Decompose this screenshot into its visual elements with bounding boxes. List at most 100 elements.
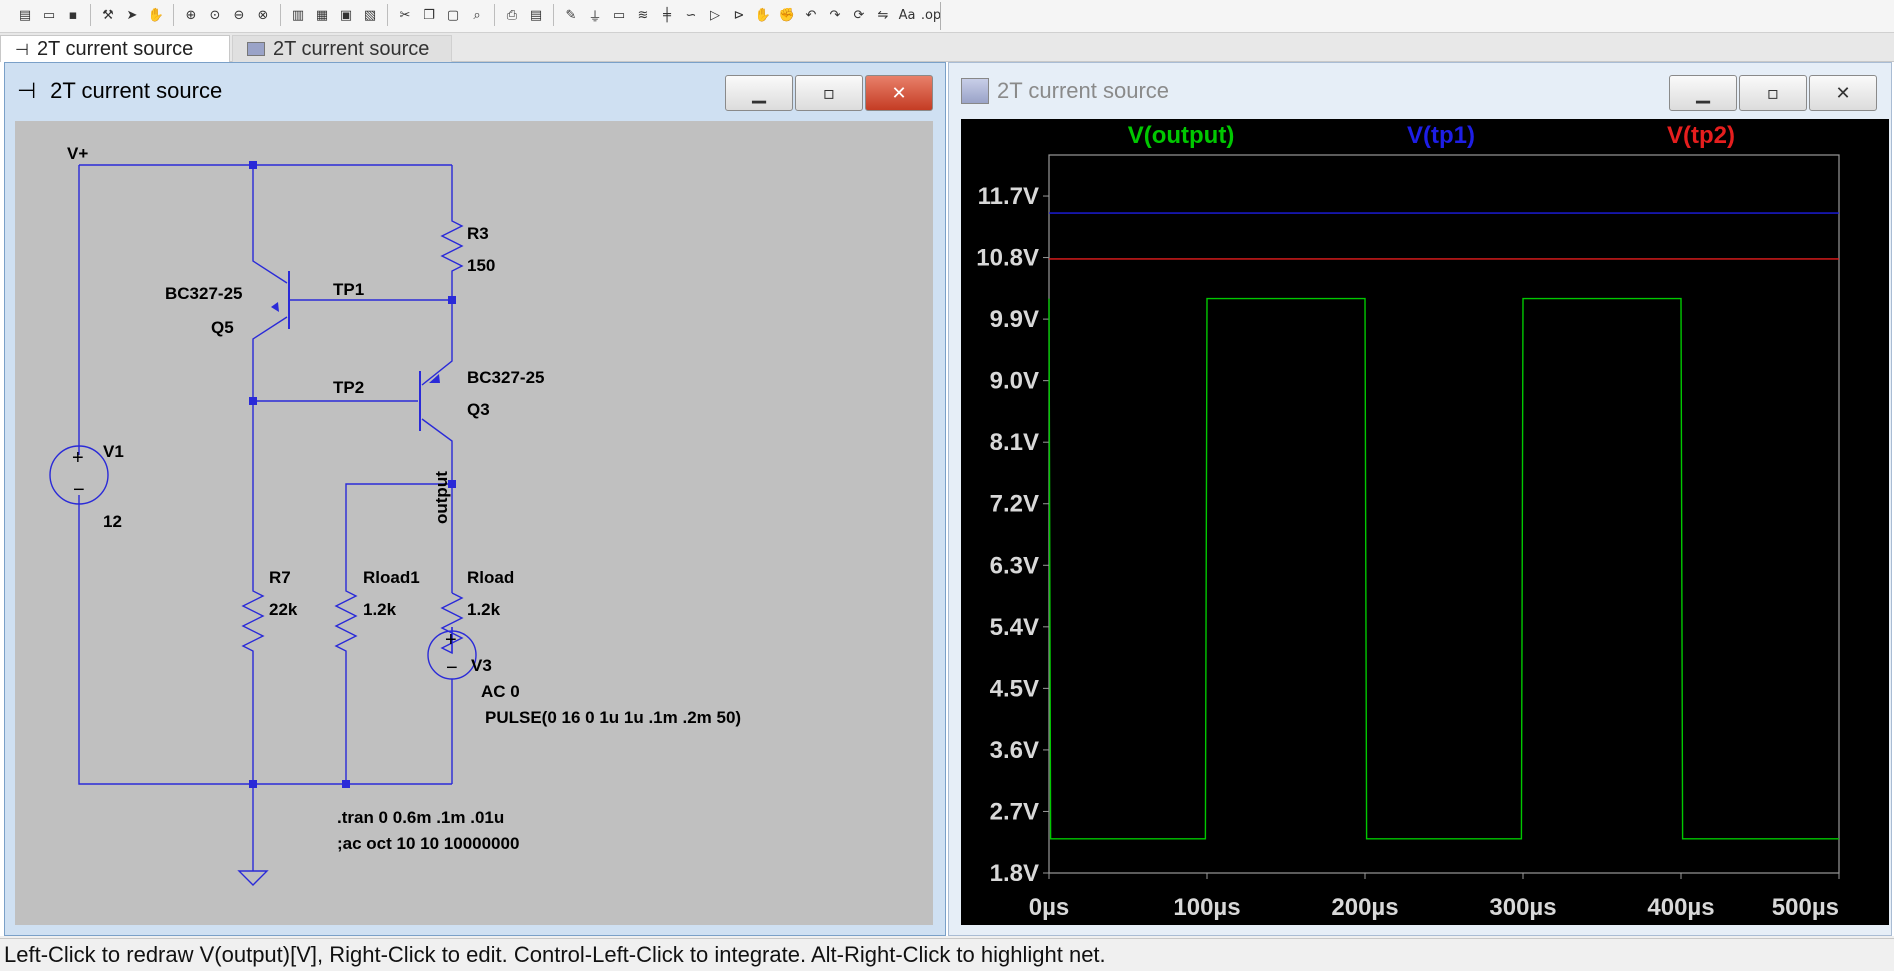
- label-v1-value: 12: [103, 512, 122, 531]
- junction-tp2: [249, 397, 257, 405]
- waveform-close-button[interactable]: ✕: [1809, 75, 1877, 111]
- label-r7-name: R7: [269, 568, 291, 587]
- transistor-icon: ⊣: [17, 78, 37, 104]
- maximize-button[interactable]: ▫: [795, 75, 863, 111]
- toolbar-buttons: ▤▭▪⚒➤✋⊕⊙⊖⊗▥▦▣▧✂❐▢⌕⎙▤✎⏚▭≋╪∽▷⊳✋✊↶↷⟳⇋Aa.op: [14, 4, 942, 26]
- move-icon: ✋: [754, 7, 772, 23]
- diode-button[interactable]: ▷: [704, 4, 726, 26]
- drag-button[interactable]: ✊: [776, 4, 798, 26]
- mirror-button[interactable]: ⇋: [872, 4, 894, 26]
- main-toolbar: ▤▭▪⚒➤✋⊕⊙⊖⊗▥▦▣▧✂❐▢⌕⎙▤✎⏚▭≋╪∽▷⊳✋✊↶↷⟳⇋Aa.op: [0, 0, 1894, 33]
- waveform-window-title: 2T current source: [997, 78, 1170, 103]
- spice-directive-button[interactable]: .op: [920, 4, 942, 26]
- spice-directive-tran[interactable]: .tran 0 0.6m .1m .01u: [337, 808, 504, 827]
- toolbar-separator: [387, 4, 388, 26]
- x-tick-label: 0µs: [1029, 894, 1070, 921]
- redo-button[interactable]: ↷: [824, 4, 846, 26]
- waveform-maximize-button[interactable]: ▫: [1739, 75, 1807, 111]
- legend-v-output[interactable]: V(output): [1128, 122, 1235, 149]
- capacitor-button[interactable]: ╪: [656, 4, 678, 26]
- ground-button[interactable]: ⏚: [584, 4, 606, 26]
- label-r3-name: R3: [467, 224, 489, 243]
- legend-v-tp1[interactable]: V(tp1): [1407, 122, 1475, 149]
- move-button[interactable]: ✋: [752, 4, 774, 26]
- label-q5-name: Q5: [211, 318, 234, 337]
- run-icon: ➤: [126, 7, 138, 23]
- tab-schematic[interactable]: ⊣ 2T current source: [0, 35, 230, 62]
- cascade-button[interactable]: ▣: [335, 4, 357, 26]
- zoom-out-button[interactable]: ⊖: [228, 4, 250, 26]
- schematic-canvas[interactable]: V+ BC327-25 Q5 TP1 R3 150 TP2 BC327-25 Q…: [15, 121, 933, 925]
- schematic-title-bar[interactable]: ⊣ 2T current source ▁ ▫ ✕: [5, 63, 945, 119]
- toolbar-separator: [173, 4, 174, 26]
- open-button[interactable]: ▭: [38, 4, 60, 26]
- label-output: output: [432, 471, 451, 524]
- control-panel-icon: ⚒: [102, 7, 114, 23]
- plot-series: [1048, 212, 1839, 840]
- capacitor-icon: ╪: [663, 7, 671, 23]
- waveform-minimize-button[interactable]: ▁: [1669, 75, 1737, 111]
- mirror-icon: ⇋: [877, 7, 889, 23]
- tile-horizontal-icon: ▥: [291, 7, 305, 23]
- inductor-button[interactable]: ∽: [680, 4, 702, 26]
- label-net-icon: ▭: [612, 7, 626, 23]
- close-button[interactable]: ✕: [865, 75, 933, 111]
- zoom-pan-button[interactable]: ⊙: [204, 4, 226, 26]
- v1-minus-sign: −: [73, 479, 85, 501]
- label-tp1: TP1: [333, 280, 364, 299]
- label-rload1-name: Rload1: [363, 568, 420, 587]
- label-r7-value: 22k: [269, 600, 298, 619]
- zoom-pan-icon: ⊙: [209, 7, 221, 23]
- close-all-button[interactable]: ▧: [359, 4, 381, 26]
- spice-directive-ac[interactable]: ;ac oct 10 10 10000000: [337, 834, 519, 853]
- component-button[interactable]: ⊳: [728, 4, 750, 26]
- component-icon: ⊳: [733, 7, 745, 23]
- y-tick-label: 5.4V: [990, 614, 1039, 641]
- minimize-button[interactable]: ▁: [725, 75, 793, 111]
- y-tick-label: 10.8V: [976, 245, 1039, 272]
- find-button[interactable]: ⌕: [466, 4, 488, 26]
- undo-button[interactable]: ↶: [800, 4, 822, 26]
- print-button[interactable]: ⎙: [501, 4, 523, 26]
- print-setup-button[interactable]: ▤: [525, 4, 547, 26]
- copy-button[interactable]: ❐: [418, 4, 440, 26]
- wire-button[interactable]: ✎: [560, 4, 582, 26]
- resistor-button[interactable]: ≋: [632, 4, 654, 26]
- tab-waveform[interactable]: 2T current source: [232, 35, 452, 62]
- text-button[interactable]: Aa: [896, 4, 918, 26]
- new-schematic-icon: ▤: [18, 7, 32, 23]
- save-button[interactable]: ▪: [62, 4, 84, 26]
- paste-icon: ▢: [446, 7, 460, 23]
- run-button[interactable]: ➤: [121, 4, 143, 26]
- toolbar-separator: [90, 4, 91, 26]
- y-tick-label: 9.0V: [990, 368, 1039, 395]
- zoom-fit-button[interactable]: ⊗: [252, 4, 274, 26]
- series-line-v-output[interactable]: [1048, 297, 1839, 840]
- waveform-title-bar[interactable]: 2T current source ▁ ▫ ✕: [949, 63, 1891, 119]
- waveform-plot[interactable]: V(output)V(tp1)V(tp2) 11.7V10.8V9.9V9.0V…: [961, 119, 1889, 925]
- label-net-button[interactable]: ▭: [608, 4, 630, 26]
- y-tick-label: 2.7V: [990, 798, 1039, 825]
- schematic-icon: ⊣: [15, 39, 29, 59]
- copy-icon: ❐: [423, 7, 435, 23]
- rotate-button[interactable]: ⟳: [848, 4, 870, 26]
- tile-vertical-button[interactable]: ▦: [311, 4, 333, 26]
- x-tick-label: 500µs: [1772, 894, 1839, 921]
- label-v3-name: V3: [471, 656, 492, 675]
- junction-output: [448, 480, 456, 488]
- wire-icon: ✎: [565, 7, 577, 23]
- cut-button[interactable]: ✂: [394, 4, 416, 26]
- plot-legend: V(output) V(tp1) V(tp2): [1128, 122, 1735, 149]
- y-tick-label: 3.6V: [990, 737, 1039, 764]
- waveform-window-icon: [961, 78, 989, 104]
- paste-button[interactable]: ▢: [442, 4, 464, 26]
- waveform-icon: [247, 42, 265, 56]
- legend-v-tp2[interactable]: V(tp2): [1667, 122, 1735, 149]
- zoom-in-button[interactable]: ⊕: [180, 4, 202, 26]
- label-r3-value: 150: [467, 256, 495, 275]
- cascade-icon: ▣: [339, 7, 353, 23]
- new-schematic-button[interactable]: ▤: [14, 4, 36, 26]
- tile-horizontal-button[interactable]: ▥: [287, 4, 309, 26]
- control-panel-button[interactable]: ⚒: [97, 4, 119, 26]
- halt-button[interactable]: ✋: [145, 4, 167, 26]
